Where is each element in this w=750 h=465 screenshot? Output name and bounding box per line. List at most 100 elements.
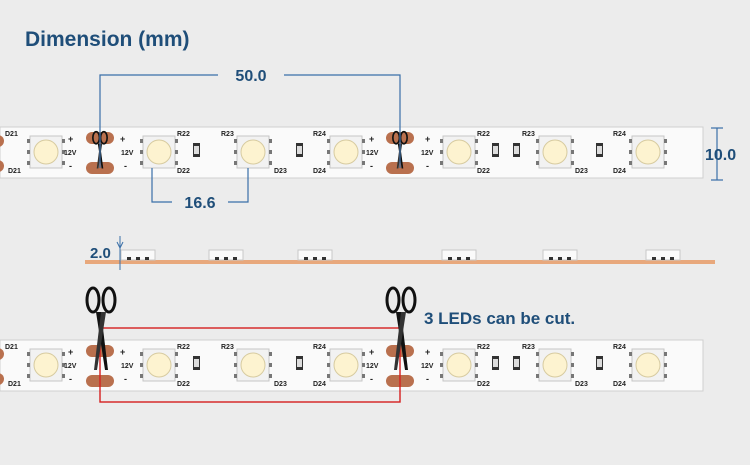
smd5050-led-icon <box>440 135 478 169</box>
label-voltage: 12V <box>121 150 134 157</box>
smd5050-led-icon <box>629 348 667 382</box>
smd5050-led-icon <box>140 135 178 169</box>
label-r22: R22 <box>177 131 190 138</box>
resistor-icon <box>193 143 200 157</box>
label-r24: R24 <box>613 131 626 138</box>
label-r22: R22 <box>477 344 490 351</box>
label-r24: R24 <box>313 344 326 351</box>
cut-spacing-value: 50.0 <box>235 68 266 85</box>
profile-led <box>645 249 681 261</box>
label-voltage: 12V <box>64 363 77 370</box>
label-d23: D23 <box>575 381 588 388</box>
label-voltage: 12V <box>421 363 434 370</box>
label-plus: + <box>369 347 374 357</box>
resistor-icon <box>492 143 499 157</box>
label-plus: + <box>68 347 73 357</box>
label-r22: R22 <box>477 131 490 138</box>
label-plus: + <box>68 134 73 144</box>
smd5050-led-icon <box>27 348 65 382</box>
strip-side-profile: 2.0 <box>85 236 715 270</box>
label-voltage: 12V <box>366 150 379 157</box>
label-d22: D22 <box>177 381 190 388</box>
label-d22: D22 <box>477 381 490 388</box>
label-r23: R23 <box>221 344 234 351</box>
smd5050-led-icon <box>327 348 365 382</box>
dimension-thickness <box>116 236 124 270</box>
label-d21: D21 <box>8 168 21 175</box>
smd5050-led-icon <box>440 348 478 382</box>
label-d24: D24 <box>613 381 626 388</box>
thickness-value: 2.0 <box>90 245 111 262</box>
dimension-led-spacing <box>151 168 249 203</box>
label-d23: D23 <box>274 381 287 388</box>
strip-segment: D21 D21 + 12V - + 12V - R22 D22 R23 D23 … <box>0 344 667 388</box>
label-voltage: 12V <box>421 150 434 157</box>
smd5050-led-icon <box>27 135 65 169</box>
profile-led <box>297 249 333 261</box>
label-d24: D24 <box>313 168 326 175</box>
profile-led <box>208 249 244 261</box>
smd5050-led-icon <box>629 135 667 169</box>
smd5050-led-icon <box>234 348 272 382</box>
label-plus: + <box>425 347 430 357</box>
label-minus: - <box>69 161 72 171</box>
solder-pads-left <box>0 348 4 385</box>
resistor-icon <box>513 143 520 157</box>
strip-segment: D21 D21 + 12V - + 12V - R22 D22 R23 D23 … <box>0 131 667 175</box>
top-strip: D21 D21 + 12V - + 12V - R22 D22 R23 D23 … <box>0 126 704 179</box>
label-r24: R24 <box>613 344 626 351</box>
profile-led <box>441 249 477 261</box>
label-voltage: 12V <box>366 363 379 370</box>
label-d22: D22 <box>177 168 190 175</box>
dimension-cut-spacing <box>99 74 401 168</box>
label-plus: + <box>120 134 125 144</box>
label-r22: R22 <box>177 344 190 351</box>
label-minus: - <box>426 374 429 384</box>
label-d21: D21 <box>5 344 18 351</box>
smd5050-led-icon <box>234 135 272 169</box>
profile-base <box>85 260 715 264</box>
label-r23: R23 <box>221 131 234 138</box>
label-d23: D23 <box>575 168 588 175</box>
page-title: Dimension (mm) <box>25 28 190 51</box>
scissors-icon <box>385 286 417 370</box>
led-spacing-value: 16.6 <box>184 195 215 212</box>
label-minus: - <box>426 161 429 171</box>
resistor-icon <box>296 356 303 370</box>
label-voltage: 12V <box>121 363 134 370</box>
resistor-icon <box>596 356 603 370</box>
smd5050-led-icon <box>536 135 574 169</box>
resistor-icon <box>492 356 499 370</box>
label-minus: - <box>370 161 373 171</box>
resistor-icon <box>296 143 303 157</box>
label-d23: D23 <box>274 168 287 175</box>
solder-pads-left <box>0 135 4 172</box>
cut-note: 3 LEDs can be cut. <box>424 309 575 328</box>
label-plus: + <box>120 347 125 357</box>
label-minus: - <box>124 161 127 171</box>
label-voltage: 12V <box>64 150 77 157</box>
dimension-width <box>711 127 723 181</box>
profile-led <box>120 249 156 261</box>
label-d24: D24 <box>613 168 626 175</box>
width-value: 10.0 <box>705 147 736 164</box>
scissors-icon <box>85 286 117 370</box>
bottom-strip: D21 D21 + 12V - + 12V - R22 D22 R23 D23 … <box>0 286 704 403</box>
label-minus: - <box>124 374 127 384</box>
profile-led <box>542 249 578 261</box>
label-minus: - <box>370 374 373 384</box>
smd5050-led-icon <box>327 135 365 169</box>
smd5050-led-icon <box>536 348 574 382</box>
label-plus: + <box>425 134 430 144</box>
label-d24: D24 <box>313 381 326 388</box>
smd5050-led-icon <box>140 348 178 382</box>
label-plus: + <box>369 134 374 144</box>
resistor-icon <box>513 356 520 370</box>
label-r23: R23 <box>522 131 535 138</box>
label-d21: D21 <box>8 381 21 388</box>
label-r24: R24 <box>313 131 326 138</box>
label-minus: - <box>69 374 72 384</box>
label-d22: D22 <box>477 168 490 175</box>
